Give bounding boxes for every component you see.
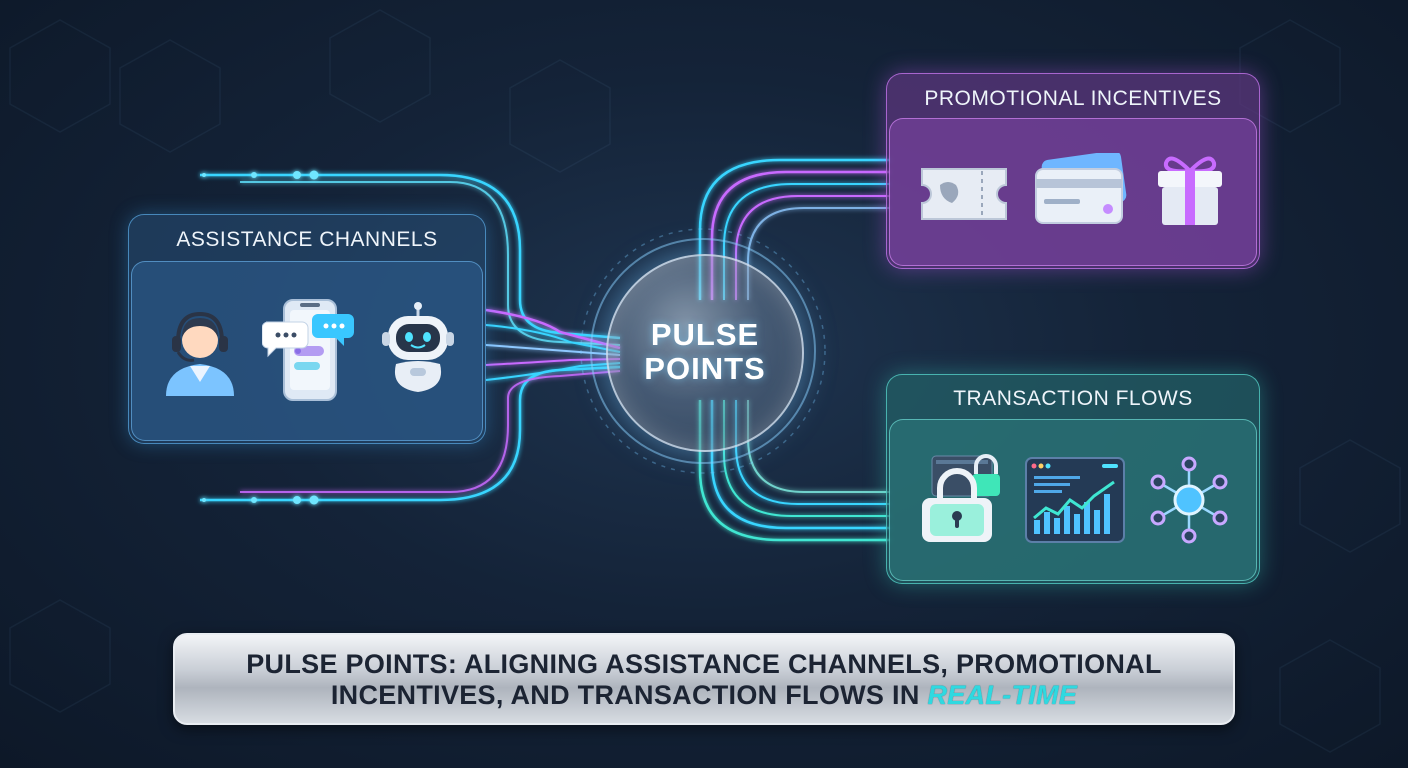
analytics-dashboard-icon bbox=[1025, 457, 1125, 543]
transaction-flows-icons bbox=[889, 419, 1257, 581]
hub-label: PULSE POINTS bbox=[608, 318, 802, 386]
pulse-points-hub: PULSE POINTS bbox=[606, 254, 804, 452]
headset-agent-icon bbox=[166, 311, 234, 396]
banner-highlight: REAL-TIME bbox=[927, 680, 1078, 710]
credit-card-icon bbox=[1035, 153, 1127, 224]
title-banner: PULSE POINTS: ALIGNING ASSISTANCE CHANNE… bbox=[173, 633, 1235, 725]
banner-line2-prefix: INCENTIVES, AND TRANSACTION FLOWS IN bbox=[330, 680, 928, 710]
assistance-channels-panel: ASSISTANCE CHANNELS bbox=[128, 214, 486, 444]
ticket-icon bbox=[921, 168, 1007, 220]
hexagon-pattern bbox=[9, 9, 1401, 753]
secure-lock-icon bbox=[922, 454, 1000, 542]
assistance-channels-title: ASSISTANCE CHANNELS bbox=[176, 228, 438, 251]
chatbot-robot-icon bbox=[382, 302, 454, 392]
transaction-flows-title: TRANSACTION FLOWS bbox=[953, 387, 1193, 410]
hub-label-line1: PULSE bbox=[650, 317, 760, 352]
assistance-channels-icons bbox=[131, 261, 483, 441]
transaction-flows-panel: TRANSACTION FLOWS bbox=[886, 374, 1260, 584]
promotional-incentives-title: PROMOTIONAL INCENTIVES bbox=[924, 87, 1222, 110]
left-flow-lines bbox=[200, 173, 621, 502]
hub-label-line2: POINTS bbox=[644, 351, 766, 386]
left-flow-dots bbox=[202, 170, 319, 505]
banner-line2: INCENTIVES, AND TRANSACTION FLOWS IN REA… bbox=[175, 680, 1233, 711]
hub-rings bbox=[580, 228, 826, 474]
gift-box-icon bbox=[1158, 156, 1222, 225]
promotional-incentives-icons bbox=[889, 118, 1257, 266]
network-nodes-icon bbox=[1150, 456, 1228, 544]
promotional-incentives-panel: PROMOTIONAL INCENTIVES bbox=[886, 73, 1260, 269]
mobile-chat-icon bbox=[262, 299, 354, 401]
banner-line1: PULSE POINTS: ALIGNING ASSISTANCE CHANNE… bbox=[246, 649, 1162, 679]
